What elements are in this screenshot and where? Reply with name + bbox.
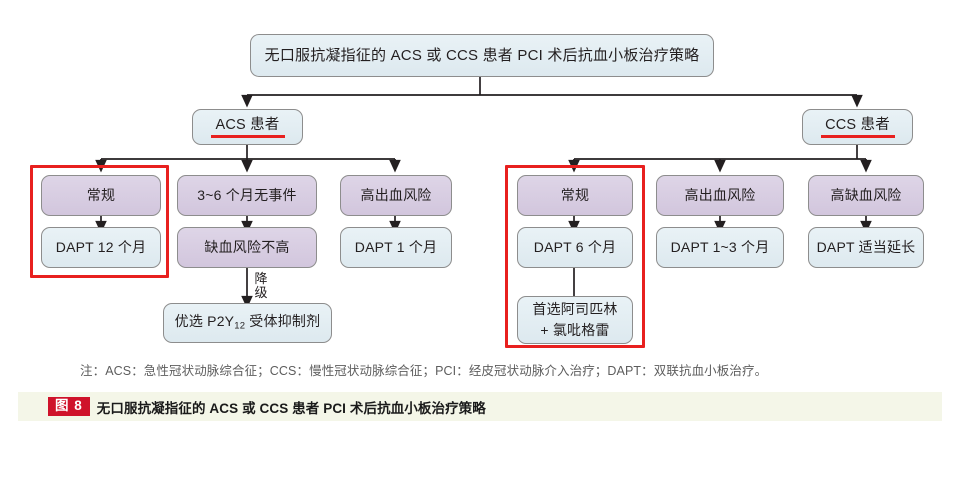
ccs-col3-head: 高缺血风险 [808, 175, 924, 216]
acs-col2-step2: 优选 P2Y12 受体抑制剂 [163, 303, 332, 343]
figure-number-badge: 图 8 [48, 397, 90, 416]
acs-col2-head: 3~6 个月无事件 [177, 175, 317, 216]
ccs-col1-step1: DAPT 6 个月 [517, 227, 633, 268]
ccs-col1-head: 常规 [517, 175, 633, 216]
acs-col2-head-text: 3~6 个月无事件 [197, 186, 297, 203]
p2y12-prefix: 优选 P2Y [174, 313, 235, 330]
ccs-col3-step1: DAPT 适当延长 [808, 227, 924, 268]
downgrade-char-2: 级 [254, 285, 268, 301]
ccs-col3-head-text: 高缺血风险 [830, 186, 902, 203]
branch-node-acs: ACS 患者 [192, 109, 303, 145]
acs-col3-step1: DAPT 1 个月 [340, 227, 452, 268]
figure-caption-bar: 图 8 无口服抗凝指征的 ACS 或 CCS 患者 PCI 术后抗血小板治疗策略 [18, 392, 942, 421]
ccs-col3-step1-text: DAPT 适当延长 [816, 238, 916, 255]
ccs-col2-step1: DAPT 1~3 个月 [656, 227, 784, 268]
p2y12-subscript: 12 [234, 320, 246, 332]
ccs-col2-step1-text: DAPT 1~3 个月 [670, 238, 770, 255]
acs-col1-step1: DAPT 12 个月 [41, 227, 161, 268]
acs-col1-head: 常规 [41, 175, 161, 216]
p2y12-text: 优选 P2Y12 受体抑制剂 [175, 313, 321, 333]
highlight-frame-acs-routine [30, 165, 169, 278]
ccs-red-underline [820, 135, 895, 139]
acs-col2-step1-text: 缺血风险不高 [204, 238, 290, 255]
p2y12-suffix: 受体抑制剂 [245, 313, 321, 330]
ccs-col1-step2: 首选阿司匹林 + 氯吡格雷 [517, 296, 633, 344]
aspirin-line-1: 首选阿司匹林 [532, 301, 618, 317]
acs-col3-head-text: 高出血风险 [360, 186, 432, 203]
downgrade-connector-label: 降 级 [253, 271, 269, 301]
acs-col3-step1-text: DAPT 1 个月 [354, 238, 438, 255]
ccs-col1-head-text: 常规 [560, 186, 590, 203]
ccs-col1-step1-text: DAPT 6 个月 [533, 238, 617, 255]
aspirin-line-2: + 氯吡格雷 [540, 322, 610, 338]
branch-label-ccs: CCS 患者 [825, 116, 890, 133]
flow-title-text: 无口服抗凝指征的 ACS 或 CCS 患者 PCI 术后抗血小板治疗策略 [264, 46, 700, 64]
ccs-col2-head-text: 高出血风险 [684, 186, 756, 203]
figure-caption-text: 无口服抗凝指征的 ACS 或 CCS 患者 PCI 术后抗血小板治疗策略 [96, 400, 486, 416]
highlight-frame-ccs-routine [505, 165, 645, 348]
branch-node-ccs: CCS 患者 [802, 109, 913, 145]
downgrade-char-1: 降 [254, 271, 268, 286]
acs-col1-head-text: 常规 [86, 186, 116, 203]
acs-col3-head: 高出血风险 [340, 175, 452, 216]
acs-col1-step1-text: DAPT 12 个月 [55, 238, 147, 255]
figure-footnote: 注：ACS：急性冠状动脉综合征；CCS：慢性冠状动脉综合征；PCI：经皮冠状动脉… [80, 364, 768, 378]
flow-title-box: 无口服抗凝指征的 ACS 或 CCS 患者 PCI 术后抗血小板治疗策略 [250, 34, 714, 77]
acs-col2-step1: 缺血风险不高 [177, 227, 317, 268]
branch-label-acs: ACS 患者 [215, 116, 280, 133]
ccs-col2-head: 高出血风险 [656, 175, 784, 216]
acs-red-underline [210, 135, 285, 139]
